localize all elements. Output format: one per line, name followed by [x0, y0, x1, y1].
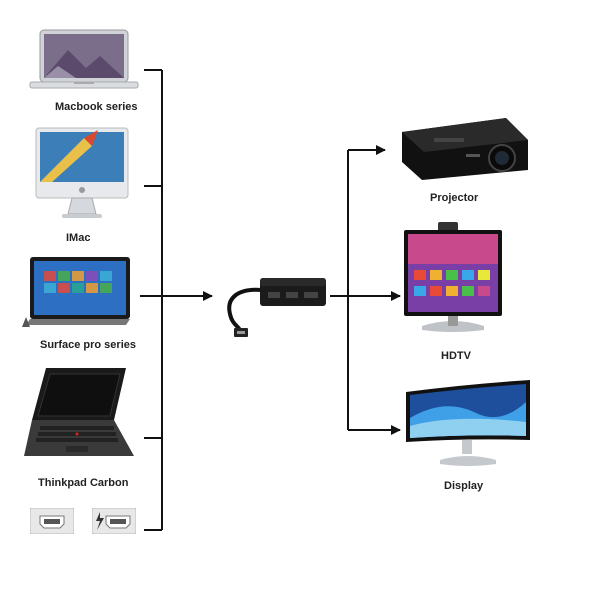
display-label: Display	[444, 480, 484, 492]
mini-displayport-icon	[29, 507, 75, 539]
surface-label: Surface pro series	[40, 339, 136, 351]
surface-tablet-icon	[22, 255, 134, 332]
projector-icon	[394, 112, 532, 189]
macbook-laptop-icon	[28, 28, 140, 99]
projector-label: Projector	[430, 192, 479, 204]
curved-monitor-icon	[404, 378, 532, 475]
mini-displayport-adapter-icon	[218, 274, 330, 345]
imac-desktop-icon	[34, 126, 130, 227]
imac-label: IMac	[66, 232, 91, 244]
hdtv-label: HDTV	[441, 350, 471, 362]
thinkpad-laptop-icon	[22, 362, 138, 471]
thunderbolt-port-icon	[91, 507, 137, 539]
hdtv-icon	[402, 222, 504, 345]
macbook-label: Macbook series	[55, 101, 138, 113]
thinkpad-label: Thinkpad Carbon	[38, 477, 129, 489]
